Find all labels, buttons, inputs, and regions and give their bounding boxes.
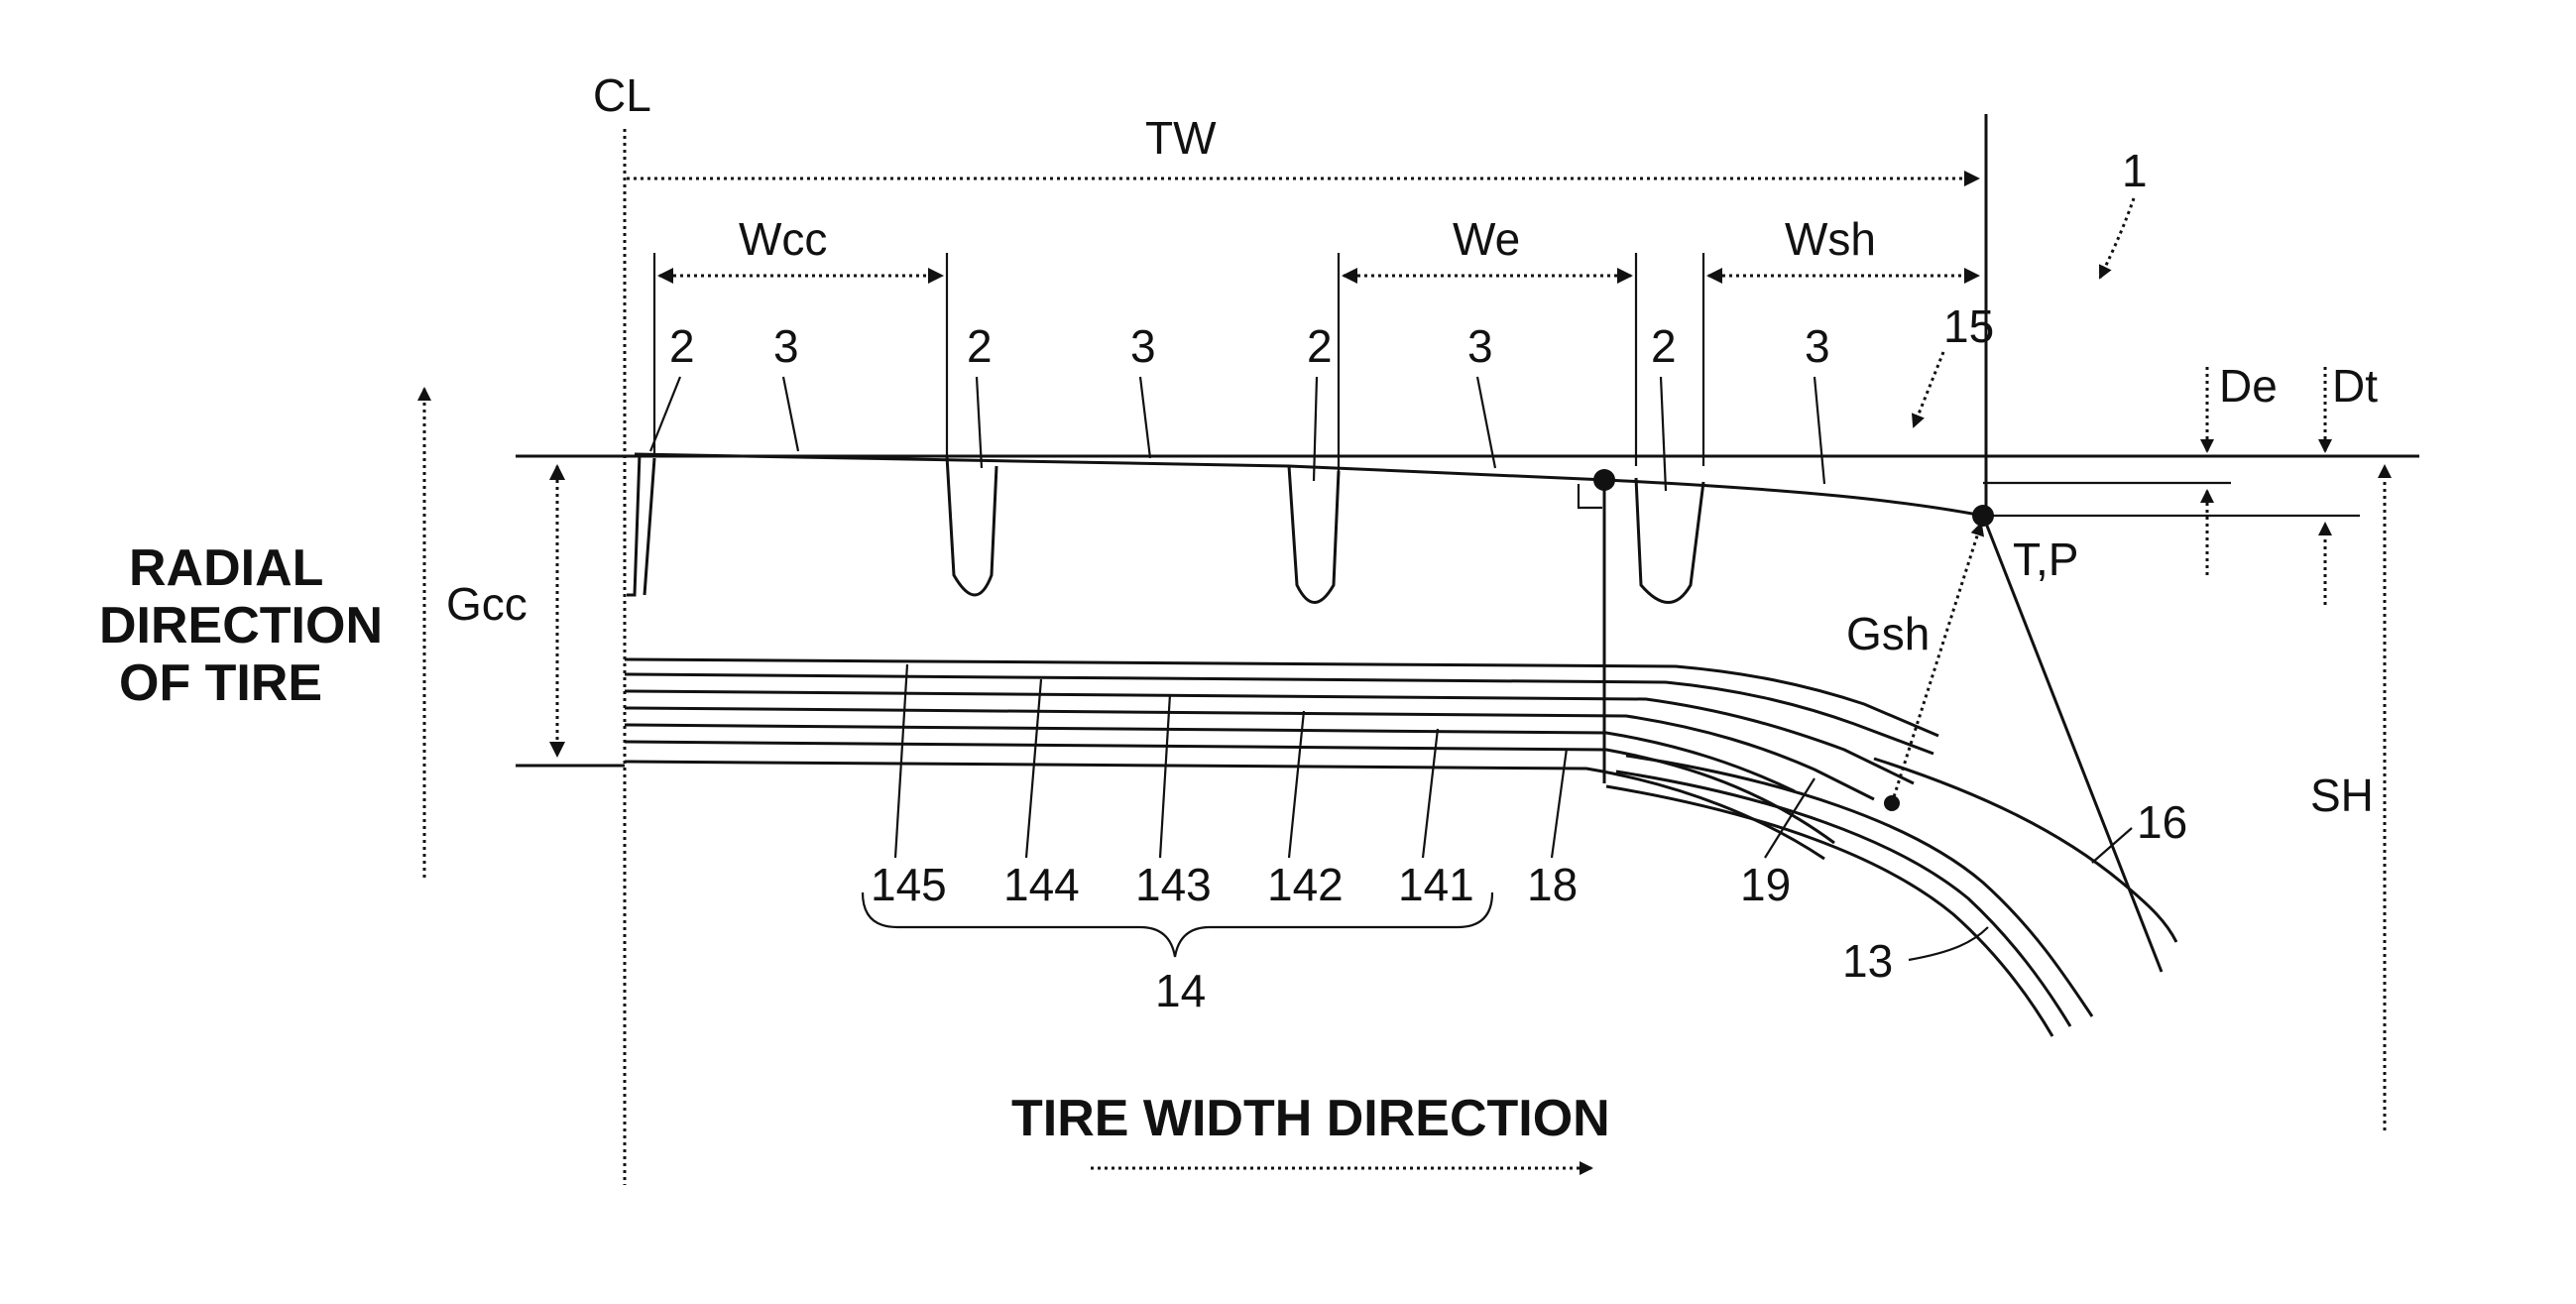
leader-143	[1160, 694, 1170, 858]
de-label: De	[2219, 360, 2278, 412]
belt-layer-18	[625, 742, 1834, 843]
ref-18-label: 18	[1527, 859, 1578, 910]
tire-width-label: TIRE WIDTH DIRECTION	[1011, 1090, 1610, 1147]
groove-label-1: 2	[669, 320, 695, 372]
belt-label-141: 141	[1398, 859, 1474, 910]
ref-1-leader	[2100, 198, 2134, 278]
belt-label-143: 143	[1135, 859, 1212, 910]
radial-label-line3: OF TIRE	[119, 654, 322, 712]
tw-label: TW	[1145, 112, 1217, 164]
groove-3	[1289, 466, 1339, 603]
ref-15-label: 15	[1943, 300, 1994, 352]
radial-label-line1: RADIAL	[129, 539, 323, 597]
tread-profile	[635, 454, 1983, 516]
dt-label: Dt	[2332, 360, 2378, 412]
leader-16	[2092, 828, 2132, 863]
groove-2	[947, 456, 996, 595]
land-label-4: 3	[1805, 320, 1830, 372]
gcc-label: Gcc	[446, 578, 527, 630]
ref-13-label: 13	[1842, 935, 1893, 987]
land-leader-4	[1815, 377, 1824, 484]
wsh-label: Wsh	[1785, 213, 1876, 265]
belt-layers	[625, 659, 1938, 859]
we-label: We	[1453, 213, 1520, 265]
ref-19-label: 19	[1740, 859, 1791, 910]
cl-label: CL	[593, 69, 651, 121]
leader-18	[1552, 749, 1567, 858]
groove-4	[1636, 478, 1703, 603]
belt-label-144: 144	[1003, 859, 1080, 910]
groove-1	[627, 454, 654, 595]
leader-13	[1909, 927, 1988, 960]
wcc-label: Wcc	[739, 213, 827, 265]
gsh-label: Gsh	[1846, 608, 1930, 659]
carcass-13	[1606, 756, 2092, 1036]
belt-group-label: 14	[1155, 965, 1206, 1016]
land-leader-1	[783, 377, 798, 451]
groove-leader-4	[1661, 377, 1666, 491]
land-leader-2	[1140, 377, 1150, 458]
groove-label-4: 2	[1651, 320, 1677, 372]
leader-144	[1026, 679, 1041, 858]
groove-label-3: 2	[1307, 320, 1333, 372]
ref-15-leader	[1914, 352, 1943, 426]
land-label-1: 3	[773, 320, 799, 372]
land-leader-3	[1477, 377, 1495, 468]
tp-label: T,P	[2013, 533, 2078, 585]
land-label-2: 3	[1130, 320, 1156, 372]
land-label-3: 3	[1467, 320, 1493, 372]
belt-layer-141	[625, 725, 1795, 791]
ref-1-label: 1	[2122, 145, 2148, 196]
groove-leader-2	[977, 377, 982, 468]
ref-16-label: 16	[2137, 796, 2187, 848]
sidewall-profile	[1874, 759, 2176, 942]
radial-label-line2: DIRECTION	[99, 597, 383, 654]
belt-label-142: 142	[1267, 859, 1344, 910]
belt-label-145: 145	[871, 859, 947, 910]
groove-leader-3	[1314, 377, 1317, 481]
gsh-dimension	[1892, 524, 1981, 803]
leader-142	[1289, 711, 1304, 858]
groove-label-2: 2	[967, 320, 993, 372]
sh-label: SH	[2310, 770, 2374, 821]
